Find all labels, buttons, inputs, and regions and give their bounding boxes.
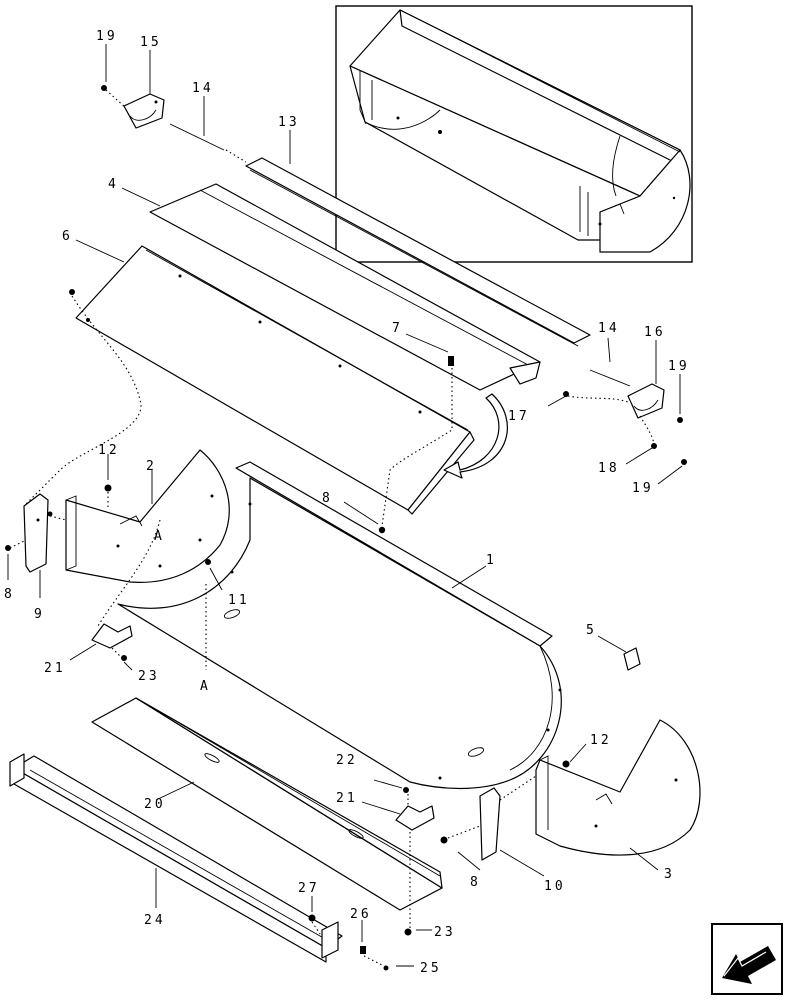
callout-24: 24 <box>144 913 166 928</box>
callout-14: 14 <box>192 81 214 96</box>
part-9-left-bracket <box>23 493 49 573</box>
callout-21: 21 <box>44 661 66 676</box>
callout-7: 7 <box>392 321 403 336</box>
callout-13: 13 <box>278 115 300 130</box>
leader-lines <box>7 44 683 967</box>
callout-5: 5 <box>586 623 597 638</box>
part-16-hanger-right <box>627 383 665 419</box>
callout-15: 15 <box>140 35 162 50</box>
callout-25: 25 <box>420 961 442 976</box>
part-20-bottom-panel <box>91 697 443 911</box>
arrow-back-left-icon <box>722 946 776 984</box>
rotation-arrow <box>443 393 508 479</box>
callout-8: 8 <box>322 491 333 506</box>
part-4-panel <box>149 183 541 391</box>
callout-3: 3 <box>664 867 675 882</box>
callout-23: 23 <box>138 669 160 684</box>
callout-19: 19 <box>668 359 690 374</box>
callout-27: 27 <box>298 881 320 896</box>
callout-9: 9 <box>34 607 45 622</box>
callout-21: 21 <box>336 791 358 806</box>
part-15-hanger-left <box>123 93 165 129</box>
callout-4: 4 <box>108 177 119 192</box>
part-3-right-end-plate <box>535 719 701 856</box>
callout-12: 12 <box>98 443 120 458</box>
callout-23: 23 <box>434 925 456 940</box>
callout-8: 8 <box>4 587 15 602</box>
part-10-right-bracket <box>479 787 501 861</box>
callout-labels: 19 15 14 13 4 6 7 14 16 19 17 18 19 12 2… <box>4 29 690 976</box>
callout-22: 22 <box>336 753 358 768</box>
callout-6: 6 <box>62 229 73 244</box>
part-2-left-end-plate <box>65 449 230 583</box>
callout-17: 17 <box>508 409 530 424</box>
callout-2: 2 <box>146 459 157 474</box>
callout-16: 16 <box>644 325 666 340</box>
view-mark-a: A <box>200 679 211 694</box>
part-24-bottom-rail <box>9 753 343 963</box>
assembled-view-inset <box>335 5 693 263</box>
callout-11: 11 <box>228 593 250 608</box>
view-mark-a: A <box>154 529 165 544</box>
part-14-rods <box>169 123 631 387</box>
part-5-clip <box>623 647 641 671</box>
callout-12: 12 <box>590 733 612 748</box>
callout-18: 18 <box>598 461 620 476</box>
callout-19: 19 <box>632 481 654 496</box>
part-6-top-cover <box>75 245 475 515</box>
fasteners <box>5 85 687 971</box>
part-13-strip <box>245 157 591 347</box>
callout-26: 26 <box>350 907 372 922</box>
part-1-main-housing <box>117 461 562 790</box>
callout-20: 20 <box>144 797 166 812</box>
callout-1: 1 <box>486 553 497 568</box>
callout-10: 10 <box>544 879 566 894</box>
callout-19: 19 <box>96 29 118 44</box>
callout-14: 14 <box>598 321 620 336</box>
back-arrow-button[interactable] <box>711 923 783 995</box>
callout-8: 8 <box>470 875 481 890</box>
part-21-brackets <box>91 623 435 831</box>
assembly-lines <box>9 89 655 967</box>
